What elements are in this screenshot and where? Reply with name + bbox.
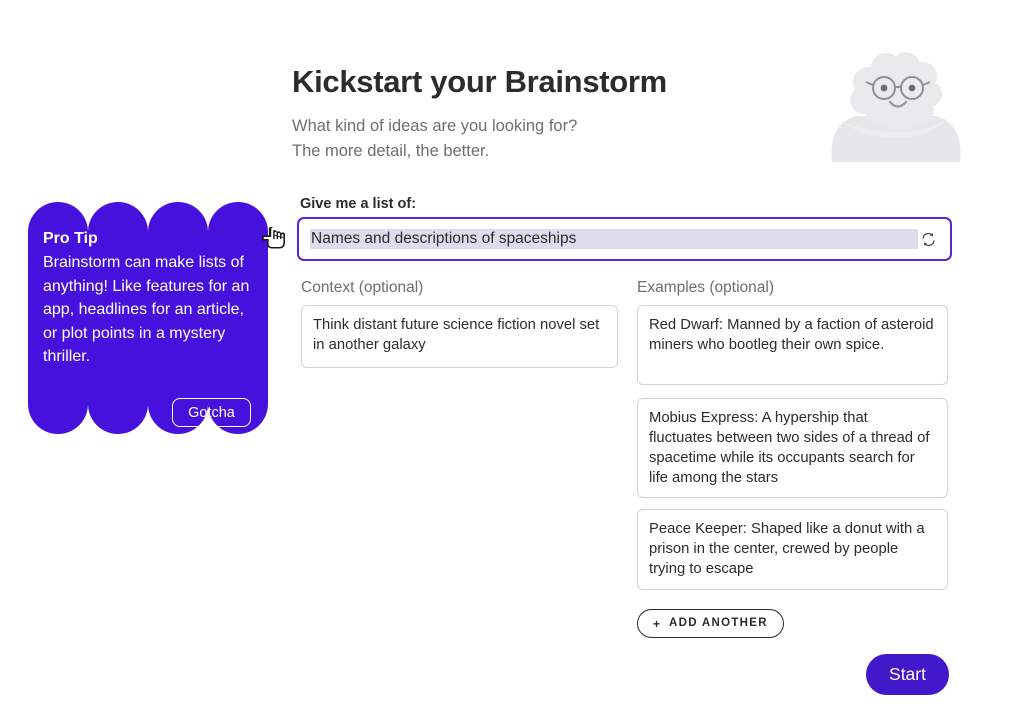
add-another-label: ADD ANOTHER bbox=[669, 616, 768, 629]
pro-tip-callout: Pro Tip Brainstorm can make lists of any… bbox=[28, 172, 268, 464]
add-another-button[interactable]: + ADD ANOTHER bbox=[637, 609, 784, 638]
prompt-input-value[interactable]: Names and descriptions of spaceships bbox=[310, 229, 918, 249]
gotcha-dismiss-button[interactable]: Gotcha bbox=[172, 398, 251, 427]
examples-label: Examples (optional) bbox=[637, 279, 774, 296]
pro-tip-body: Brainstorm can make lists of anything! L… bbox=[43, 254, 250, 365]
pro-tip-text: Pro Tip Brainstorm can make lists of any… bbox=[43, 228, 251, 369]
refresh-icon[interactable] bbox=[918, 229, 938, 249]
subtitle-line-2: The more detail, the better. bbox=[292, 142, 490, 160]
prompt-input[interactable]: Names and descriptions of spaceships bbox=[297, 217, 952, 261]
example-input[interactable]: Peace Keeper: Shaped like a donut with a… bbox=[637, 509, 948, 590]
pro-tip-cloud-shape bbox=[28, 202, 268, 434]
start-button[interactable]: Start bbox=[866, 654, 949, 695]
prompt-label: Give me a list of: bbox=[300, 196, 417, 212]
example-input[interactable]: Mobius Express: A hypership that fluctua… bbox=[637, 398, 948, 498]
example-input[interactable]: Red Dwarf: Manned by a faction of astero… bbox=[637, 305, 948, 385]
context-input[interactable]: Think distant future science fiction nov… bbox=[301, 305, 618, 368]
context-label: Context (optional) bbox=[301, 279, 424, 296]
brain-mascot-icon bbox=[826, 52, 966, 164]
page-title: Kickstart your Brainstorm bbox=[292, 64, 667, 99]
plus-icon: + bbox=[653, 616, 661, 631]
pro-tip-title: Pro Tip bbox=[43, 230, 98, 247]
page-subtitle: What kind of ideas are you looking for? … bbox=[292, 114, 577, 164]
subtitle-line-1: What kind of ideas are you looking for? bbox=[292, 117, 578, 135]
